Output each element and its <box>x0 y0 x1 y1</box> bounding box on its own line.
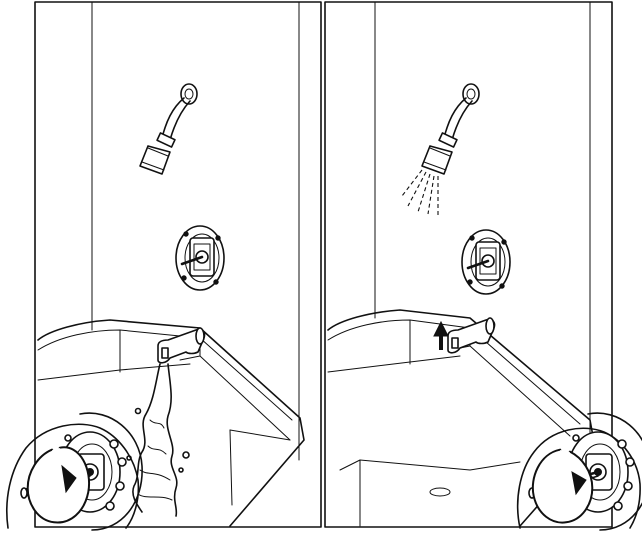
shower-head-icon <box>422 84 479 174</box>
valve-trim-icon <box>462 230 510 294</box>
water-stream-icon <box>127 364 189 516</box>
rotation-arrow-icon <box>28 448 89 523</box>
shower-head-icon <box>140 84 197 174</box>
valve-trim-icon <box>176 226 224 290</box>
tub-spout-icon <box>158 328 205 363</box>
water-spray-icon <box>402 170 438 216</box>
up-arrow-icon <box>434 322 448 350</box>
